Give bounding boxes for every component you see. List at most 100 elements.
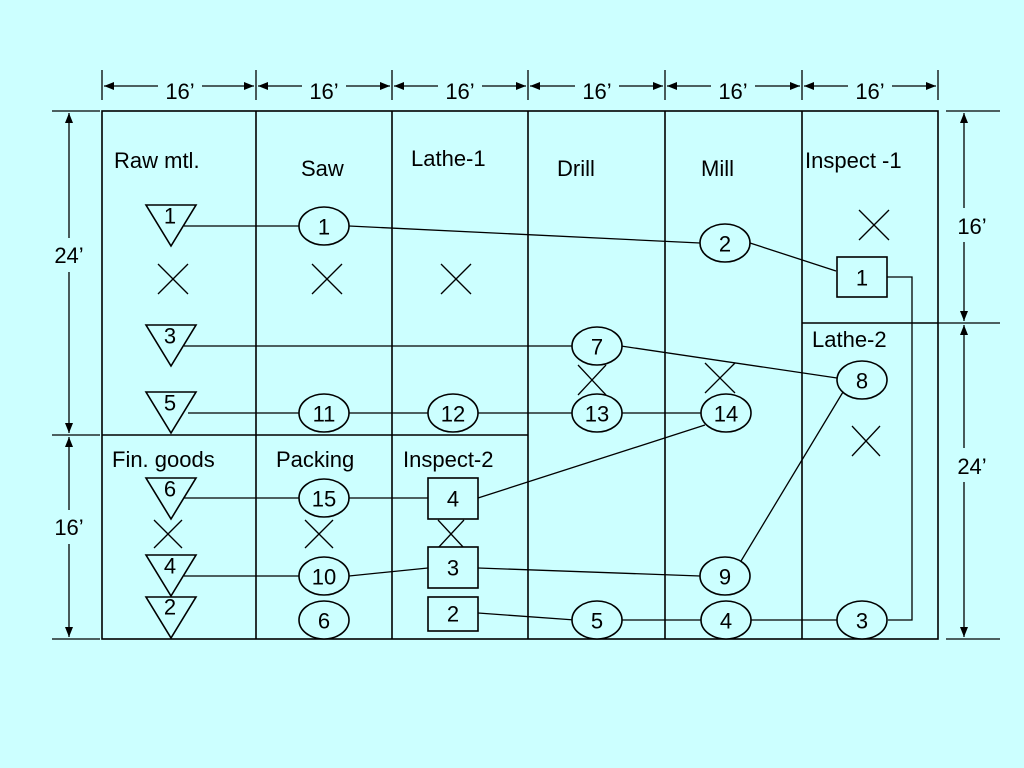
building-outline — [101, 110, 939, 640]
operation-label: 5 — [591, 609, 603, 634]
inspection-square-inspect2-3: 3 — [427, 546, 479, 589]
operation-label: 10 — [312, 565, 336, 590]
operation-label: 15 — [312, 487, 336, 512]
dim-top-2: 16’ — [258, 79, 390, 104]
dim-right-1-label: 16’ — [957, 214, 986, 239]
delay-x-icon — [157, 263, 189, 295]
dim-top-2-label: 16’ — [309, 79, 338, 104]
dim-left-1-label: 24’ — [54, 243, 83, 268]
dim-left-2-label: 16’ — [54, 515, 83, 540]
operation-circle-saw-11: 11 — [298, 393, 350, 433]
area-label-fin-goods: Fin. goods — [112, 447, 215, 472]
operation-circle-mill-14: 14 — [700, 393, 752, 433]
storage-triangle-label: 6 — [164, 477, 176, 502]
dim-top-1-label: 16’ — [165, 79, 194, 104]
operation-circle-saw-15: 15 — [298, 478, 350, 518]
area-label-lathe2: Lathe-2 — [812, 327, 887, 352]
operation-label: 4 — [720, 609, 732, 634]
dim-right-1: 16’ — [957, 113, 987, 321]
inspection-label: 3 — [447, 556, 459, 581]
operation-circle-lathe2-3: 3 — [836, 600, 888, 640]
storage-triangle-2: 2 — [144, 595, 198, 640]
operation-label: 6 — [318, 609, 330, 634]
delay-x-icon — [437, 519, 465, 549]
area-label-raw-mtl: Raw mtl. — [114, 148, 200, 173]
area-label-saw: Saw — [301, 156, 344, 181]
area-label-packing: Packing — [276, 447, 354, 472]
operation-label: 11 — [313, 402, 336, 427]
dim-top-3: 16’ — [394, 79, 526, 104]
dim-top-6-label: 16’ — [855, 79, 884, 104]
operation-label: 12 — [441, 402, 465, 427]
operation-circle-drill-5: 5 — [571, 600, 623, 640]
area-label-drill: Drill — [557, 156, 595, 181]
operation-label: 8 — [856, 369, 868, 394]
delay-x-icon — [577, 364, 607, 396]
operation-circle-drill-7: 7 — [571, 326, 623, 366]
inspection-square-inspect2-4: 4 — [427, 477, 479, 520]
right-dimensions: 16’ 24’ — [938, 110, 1000, 640]
storage-triangle-3: 3 — [144, 324, 198, 368]
operation-circle-mill-9: 9 — [699, 556, 751, 596]
inspection-square-inspect1-1: 1 — [836, 256, 888, 298]
dim-left-2: 16’ — [54, 437, 84, 637]
storage-triangles: 1 3 5 6 4 2 — [144, 204, 198, 640]
dim-top-4-label: 16’ — [582, 79, 611, 104]
operation-circle-saw-1: 1 — [298, 206, 350, 246]
operation-circle-mill-2: 2 — [699, 223, 751, 263]
delay-x-icon — [304, 519, 334, 549]
operation-circle-drill-13: 13 — [571, 393, 623, 433]
dim-top-5: 16’ — [667, 79, 800, 104]
left-dimensions: 24’ 16’ — [52, 110, 100, 640]
operation-label: 3 — [856, 609, 868, 634]
operation-circles: 1 11 15 10 6 12 7 13 5 2 14 9 4 8 3 — [298, 206, 888, 640]
area-label-inspect2: Inspect-2 — [403, 447, 494, 472]
delay-x-icon — [153, 519, 183, 549]
operation-label: 9 — [719, 565, 731, 590]
dim-right-2-label: 24’ — [957, 454, 986, 479]
storage-triangle-1: 1 — [144, 204, 198, 248]
delay-x-icon — [440, 263, 472, 295]
delay-markers — [153, 209, 890, 549]
delay-x-icon — [704, 362, 736, 394]
area-label-inspect1: Inspect -1 — [805, 148, 902, 173]
operation-label: 2 — [719, 232, 731, 257]
area-label-lathe1: Lathe-1 — [411, 146, 486, 171]
storage-triangle-label: 3 — [164, 324, 176, 349]
storage-triangle-6: 6 — [144, 477, 198, 521]
delay-x-icon — [858, 209, 890, 241]
inspection-squares: 1 4 3 2 — [427, 256, 888, 632]
department-labels: Raw mtl. Saw Lathe-1 Drill Mill Inspect … — [112, 146, 902, 472]
delay-x-icon — [311, 263, 343, 295]
storage-triangle-label: 2 — [164, 595, 176, 620]
dim-top-5-label: 16’ — [718, 79, 747, 104]
operation-label: 14 — [714, 402, 738, 427]
storage-triangle-label: 1 — [164, 204, 176, 229]
inspection-label: 2 — [447, 602, 459, 627]
dim-top-6: 16’ — [804, 79, 936, 104]
inspection-square-inspect2-2: 2 — [427, 596, 479, 632]
dim-top-4: 16’ — [530, 79, 663, 104]
operation-label: 13 — [585, 402, 609, 427]
operation-circle-saw-10: 10 — [298, 556, 350, 596]
operation-label: 1 — [318, 215, 330, 240]
floor-plan — [101, 110, 939, 640]
dim-right-2: 24’ — [957, 325, 987, 637]
inspection-label: 1 — [856, 266, 868, 291]
storage-triangle-label: 5 — [164, 391, 176, 416]
storage-triangle-label: 4 — [164, 554, 176, 579]
operation-circle-lathe2-8: 8 — [836, 360, 888, 400]
operation-circle-lathe1-12: 12 — [427, 393, 479, 433]
delay-x-icon — [851, 425, 881, 457]
area-label-mill: Mill — [701, 156, 734, 181]
storage-triangle-4: 4 — [144, 554, 198, 598]
dim-top-1: 16’ — [104, 79, 254, 104]
inspection-label: 4 — [447, 487, 459, 512]
storage-triangle-5: 5 — [144, 391, 198, 435]
operation-circle-saw-6: 6 — [298, 600, 350, 640]
dim-left-1: 24’ — [54, 113, 84, 433]
operation-circle-mill-4: 4 — [700, 600, 752, 640]
dim-top-3-label: 16’ — [445, 79, 474, 104]
operation-label: 7 — [591, 335, 603, 360]
